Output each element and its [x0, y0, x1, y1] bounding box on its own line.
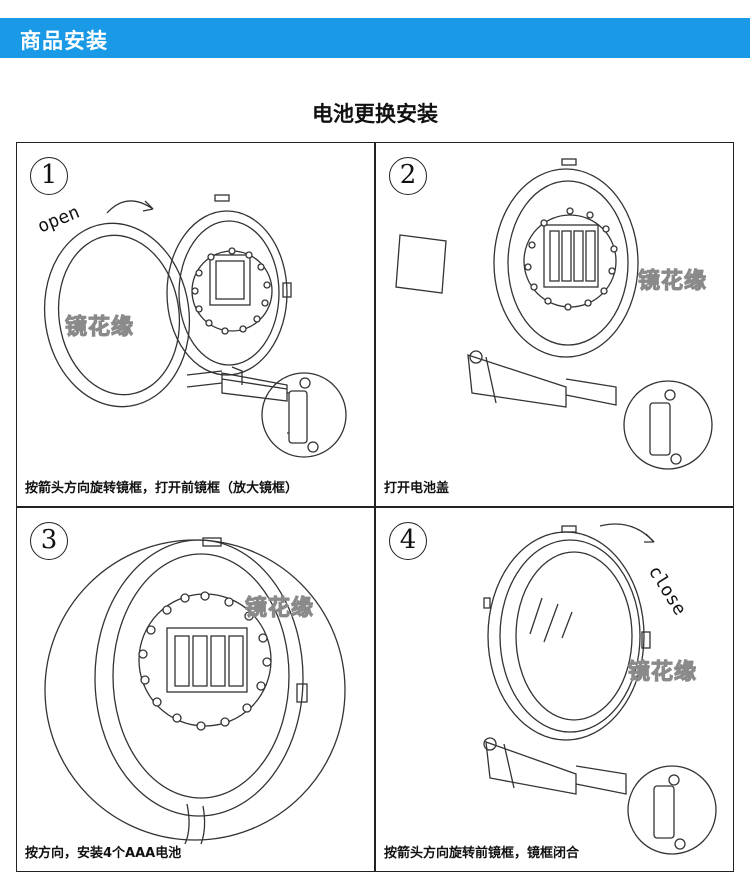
- header-title: 商品安装: [20, 29, 108, 53]
- step-1-illustration: [43, 194, 347, 458]
- step-3-panel: 3 镜花缘 按方向，安装4个AAA电池: [17, 508, 374, 871]
- step-1-caption: 按箭头方向旋转镜框，打开前镜框（放大镜框）: [25, 481, 299, 496]
- watermark: 镜花缘: [637, 269, 708, 295]
- step-1-number: 1: [30, 157, 68, 195]
- section-title: 电池更换安装: [312, 102, 438, 126]
- step-3-number: 3: [30, 522, 68, 560]
- step-4-illustration: [483, 523, 717, 855]
- watermark: 镜花缘: [64, 315, 135, 341]
- installation-steps-grid: 1 open 镜花缘 按箭头方向旋转镜框，打开前镜框（放大镜框）: [16, 142, 734, 872]
- header-bar: 商品安装: [0, 18, 750, 58]
- step-4-panel: 4 close 镜花缘 按箭头方向旋转前镜框，镜框闭合: [376, 508, 733, 871]
- step-1-panel: 1 open 镜花缘 按箭头方向旋转镜框，打开前镜框（放大镜框）: [17, 143, 374, 506]
- step-4-caption: 按箭头方向旋转前镜框，镜框闭合: [384, 846, 580, 861]
- watermark: 镜花缘: [627, 660, 698, 686]
- grid-divider-horizontal: [17, 506, 733, 508]
- step-2-panel: 2 镜花缘 打开电池盖: [376, 143, 733, 506]
- step-2-caption: 打开电池盖: [384, 481, 450, 496]
- step-3-illustration: [44, 537, 346, 845]
- step-2-number: 2: [389, 157, 427, 195]
- step-3-caption: 按方向，安装4个AAA电池: [25, 846, 182, 861]
- step-2-illustration: [395, 158, 713, 470]
- step-4-number: 4: [389, 522, 427, 560]
- watermark: 镜花缘: [244, 596, 315, 622]
